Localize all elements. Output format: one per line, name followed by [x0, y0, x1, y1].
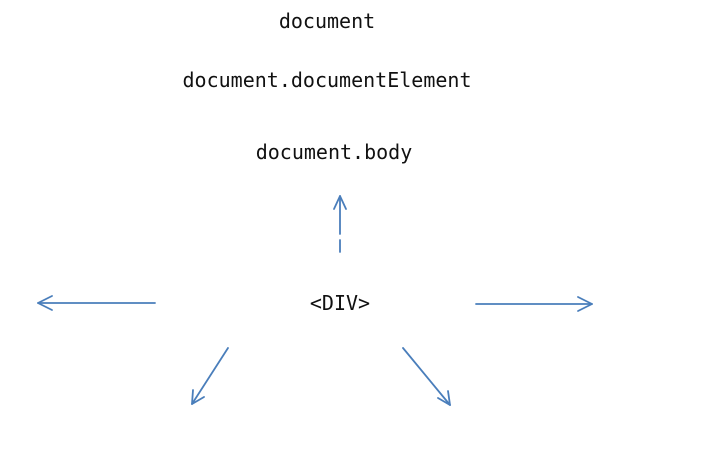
arrow-down-left-first-child — [191, 347, 229, 405]
arrow-down-left-shaft — [191, 347, 229, 405]
node-document-body: document.body — [255, 140, 413, 164]
arrow-left-head — [37, 295, 53, 311]
arrow-up-head — [333, 195, 347, 210]
arrow-left-previous-sibling — [37, 295, 156, 311]
node-document-element: document.documentElement — [182, 68, 472, 92]
node-document: document — [278, 9, 376, 33]
arrow-right-next-sibling — [475, 296, 593, 312]
arrow-up-parent — [333, 195, 347, 253]
arrow-down-right-shaft — [402, 347, 451, 406]
arrow-down-right-last-child — [402, 347, 451, 406]
arrow-right-head — [577, 296, 593, 312]
node-div: <DIV> — [309, 291, 371, 315]
arrow-down-left-head — [191, 389, 205, 405]
arrow-down-right-head — [437, 390, 451, 406]
